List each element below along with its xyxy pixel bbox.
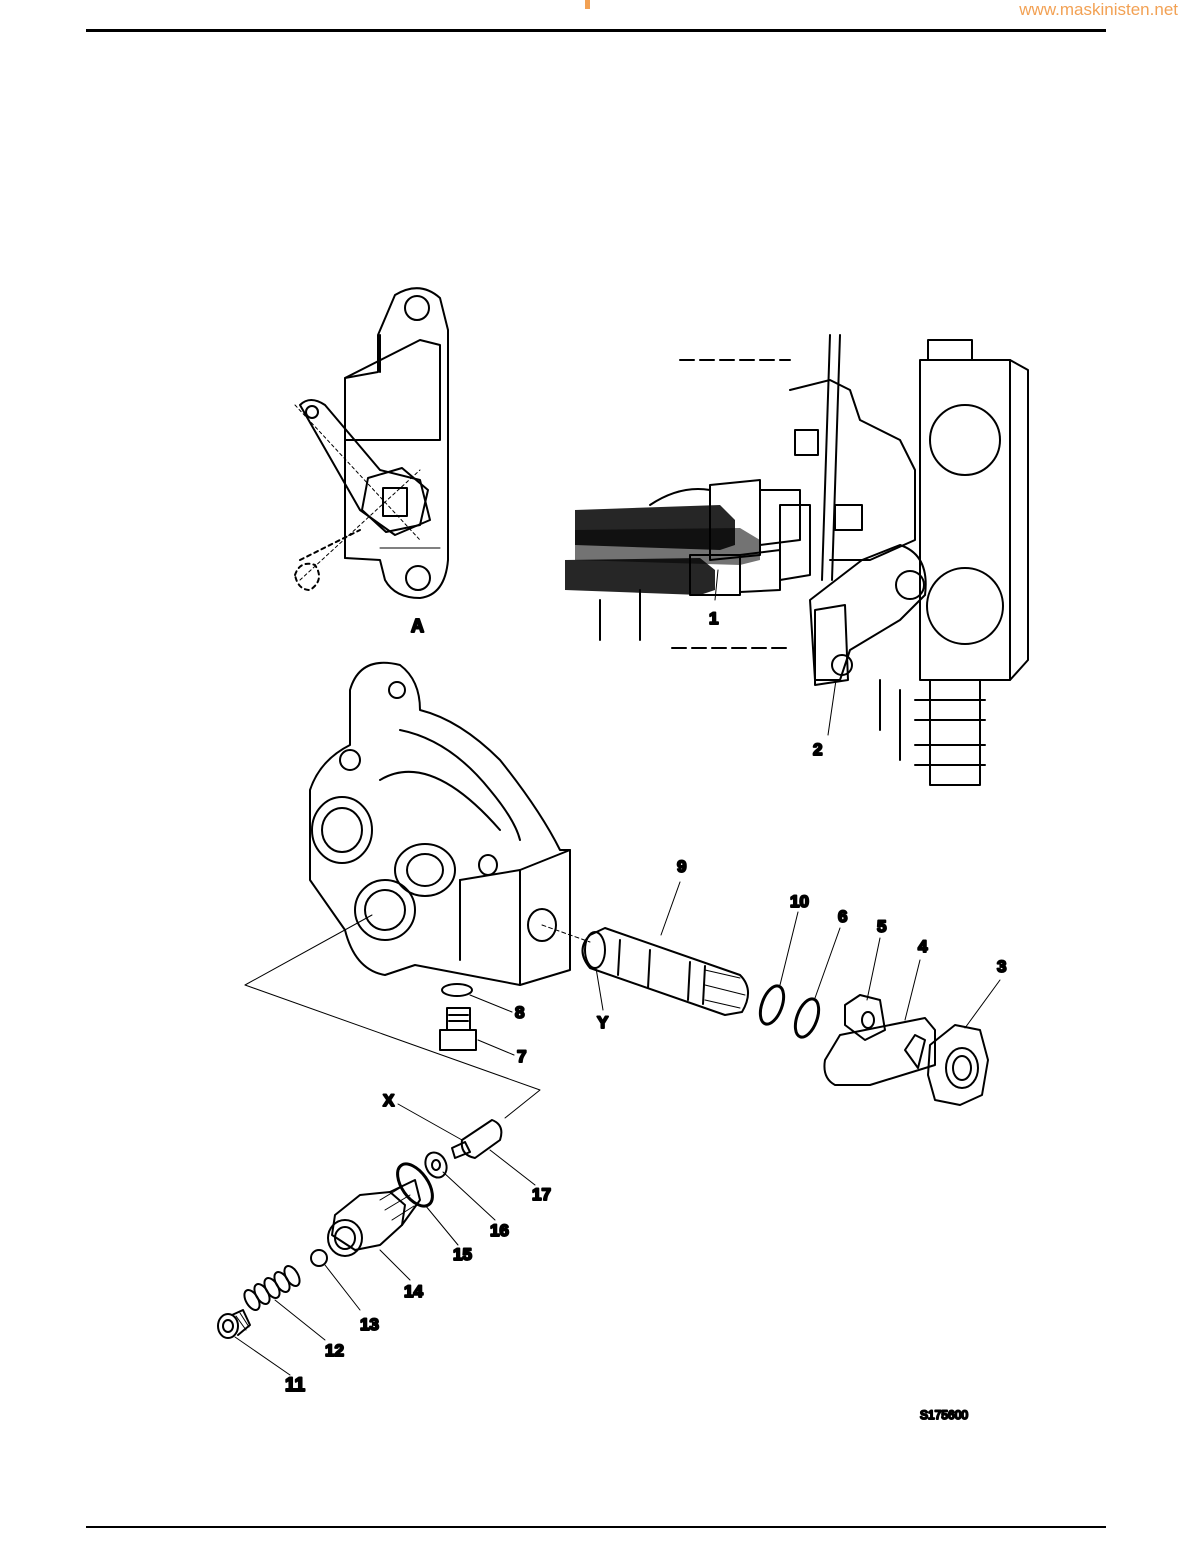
- valve-body: [310, 663, 570, 985]
- part-3-nut: [928, 1025, 988, 1105]
- callout-5: 5: [877, 917, 886, 936]
- part-6-ring: [791, 996, 823, 1040]
- bottom-rule: [86, 1526, 1106, 1528]
- installed-valve-assembly: [565, 335, 1028, 785]
- drawing-reference-code: S175600: [920, 1408, 968, 1422]
- part-11-adjuster: [218, 1310, 250, 1338]
- callout-8: 8: [515, 1003, 524, 1022]
- callout-11: 11: [285, 1375, 306, 1396]
- callout-13: 13: [360, 1315, 379, 1334]
- part-10-ring: [756, 983, 788, 1027]
- part-4-lever: [824, 1018, 935, 1085]
- callout-15: 15: [453, 1245, 472, 1264]
- callout-2: 2: [813, 740, 822, 759]
- part-13-ball: [311, 1250, 327, 1266]
- part-7-plug: [440, 1008, 476, 1050]
- callout-14: 14: [404, 1282, 423, 1301]
- callout-12: 12: [325, 1341, 344, 1360]
- callout-y: Y: [597, 1013, 609, 1032]
- callout-1: 1: [709, 609, 718, 628]
- part-12-spring: [241, 1263, 302, 1312]
- callout-7: 7: [517, 1047, 526, 1066]
- callout-10: 10: [790, 892, 809, 911]
- callout-17: 17: [532, 1185, 551, 1204]
- inset-a-label: A: [411, 616, 424, 636]
- callout-9: 9: [677, 857, 686, 876]
- part-8-o-ring: [442, 984, 472, 996]
- callout-16: 16: [490, 1221, 509, 1240]
- callout-6: 6: [838, 907, 847, 926]
- callout-4: 4: [918, 937, 928, 956]
- inset-a-lever-detail: [295, 288, 448, 598]
- callout-3: 3: [997, 957, 1006, 976]
- part-14-housing: [328, 1180, 420, 1256]
- part-9-spool: [583, 928, 749, 1015]
- callout-x: X: [383, 1091, 395, 1110]
